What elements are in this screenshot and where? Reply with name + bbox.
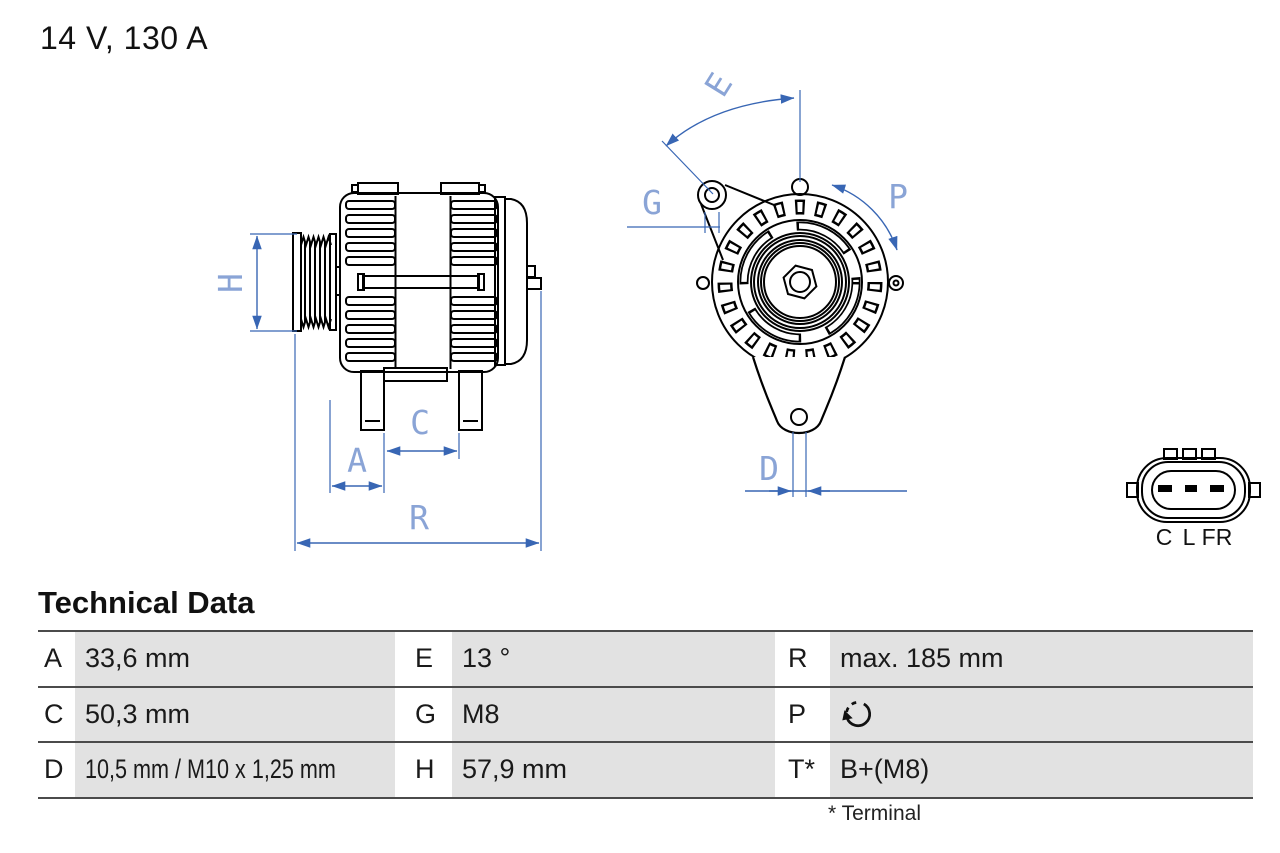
connector-view: C L FR [1126, 448, 1261, 550]
dimension-g: G [627, 183, 720, 233]
dim-label-e: E [697, 66, 741, 104]
b-plus-terminal-nut [526, 277, 542, 290]
through-bolt [362, 275, 480, 289]
row-value: 13 ° [452, 632, 775, 686]
row-value: 10,5 mm / M10 x 1,25 mm [75, 743, 395, 797]
row-label: C [38, 687, 75, 741]
pin-fr [1210, 485, 1224, 492]
cooling-fins-left [345, 200, 396, 362]
technical-data-heading: Technical Data [38, 585, 255, 620]
dim-label-g: G [642, 183, 662, 222]
dimension-c: C [386, 403, 460, 459]
row-value [830, 687, 1253, 741]
row-value: max. 185 mm [830, 632, 1253, 686]
dim-label-c: C [410, 403, 430, 442]
dimension-h: H [211, 233, 297, 332]
terminal-footnote: * Terminal [828, 802, 921, 825]
pin-label-l: L [1183, 524, 1196, 550]
row-value: 57,9 mm [452, 743, 775, 797]
cooling-fins-right [450, 200, 498, 362]
row-label: A [38, 632, 75, 686]
row-value-text: 10,5 mm / M10 x 1,25 mm [85, 754, 336, 785]
left-lug [696, 276, 710, 290]
dim-label-d: D [759, 449, 779, 488]
row-label: P [775, 687, 830, 741]
bottom-lug-hole [790, 408, 808, 426]
shaft-nut [782, 264, 818, 300]
row-value: 33,6 mm [75, 632, 395, 686]
upper-left-lug [697, 180, 727, 210]
dimension-p: P [831, 177, 908, 251]
dimension-r: R [294, 291, 542, 551]
bottom-lug [751, 356, 847, 434]
technical-drawing: H A C R [211, 66, 1261, 551]
table-row: C 50,3 mm G M8 P [38, 685, 1253, 741]
dimension-a: A [329, 400, 385, 493]
housing [339, 182, 499, 382]
row-value: 50,3 mm [75, 687, 395, 741]
b-plus-terminal [526, 265, 536, 278]
technical-data-table: A 33,6 mm E 13 ° R max. 185 mm C 50,3 mm… [38, 630, 1253, 799]
table-row: D 10,5 mm / M10 x 1,25 mm H 57,9 mm T* B… [38, 741, 1253, 799]
voltage-amperage-title: 14 V, 130 A [40, 20, 209, 56]
rear-cover [494, 196, 542, 366]
row-value: M8 [452, 687, 775, 741]
row-label: E [395, 632, 452, 686]
row-label: T* [775, 743, 830, 797]
mounting-feet [360, 370, 483, 431]
dimension-e: E [661, 66, 801, 195]
dim-label-h: H [211, 273, 250, 293]
pin-c [1158, 485, 1172, 492]
alternator-front-view: E G P D [627, 66, 908, 497]
table-row: A 33,6 mm E 13 ° R max. 185 mm [38, 630, 1253, 686]
alternator-side-view: H A C R [211, 182, 542, 551]
pulley [292, 232, 337, 332]
dim-label-r: R [409, 498, 429, 537]
pin-label-c: C [1156, 524, 1173, 550]
dim-label-p: P [888, 177, 908, 216]
row-label: G [395, 687, 452, 741]
row-label: D [38, 743, 75, 797]
rotation-ccw-icon [842, 701, 872, 728]
pin-l [1185, 485, 1197, 492]
row-label: R [775, 632, 830, 686]
row-label: H [395, 743, 452, 797]
dimension-d: D [745, 432, 907, 497]
dim-label-a: A [347, 441, 367, 480]
row-value: B+(M8) [830, 743, 1253, 797]
right-lug [888, 275, 904, 291]
pin-label-fr: FR [1202, 524, 1233, 550]
